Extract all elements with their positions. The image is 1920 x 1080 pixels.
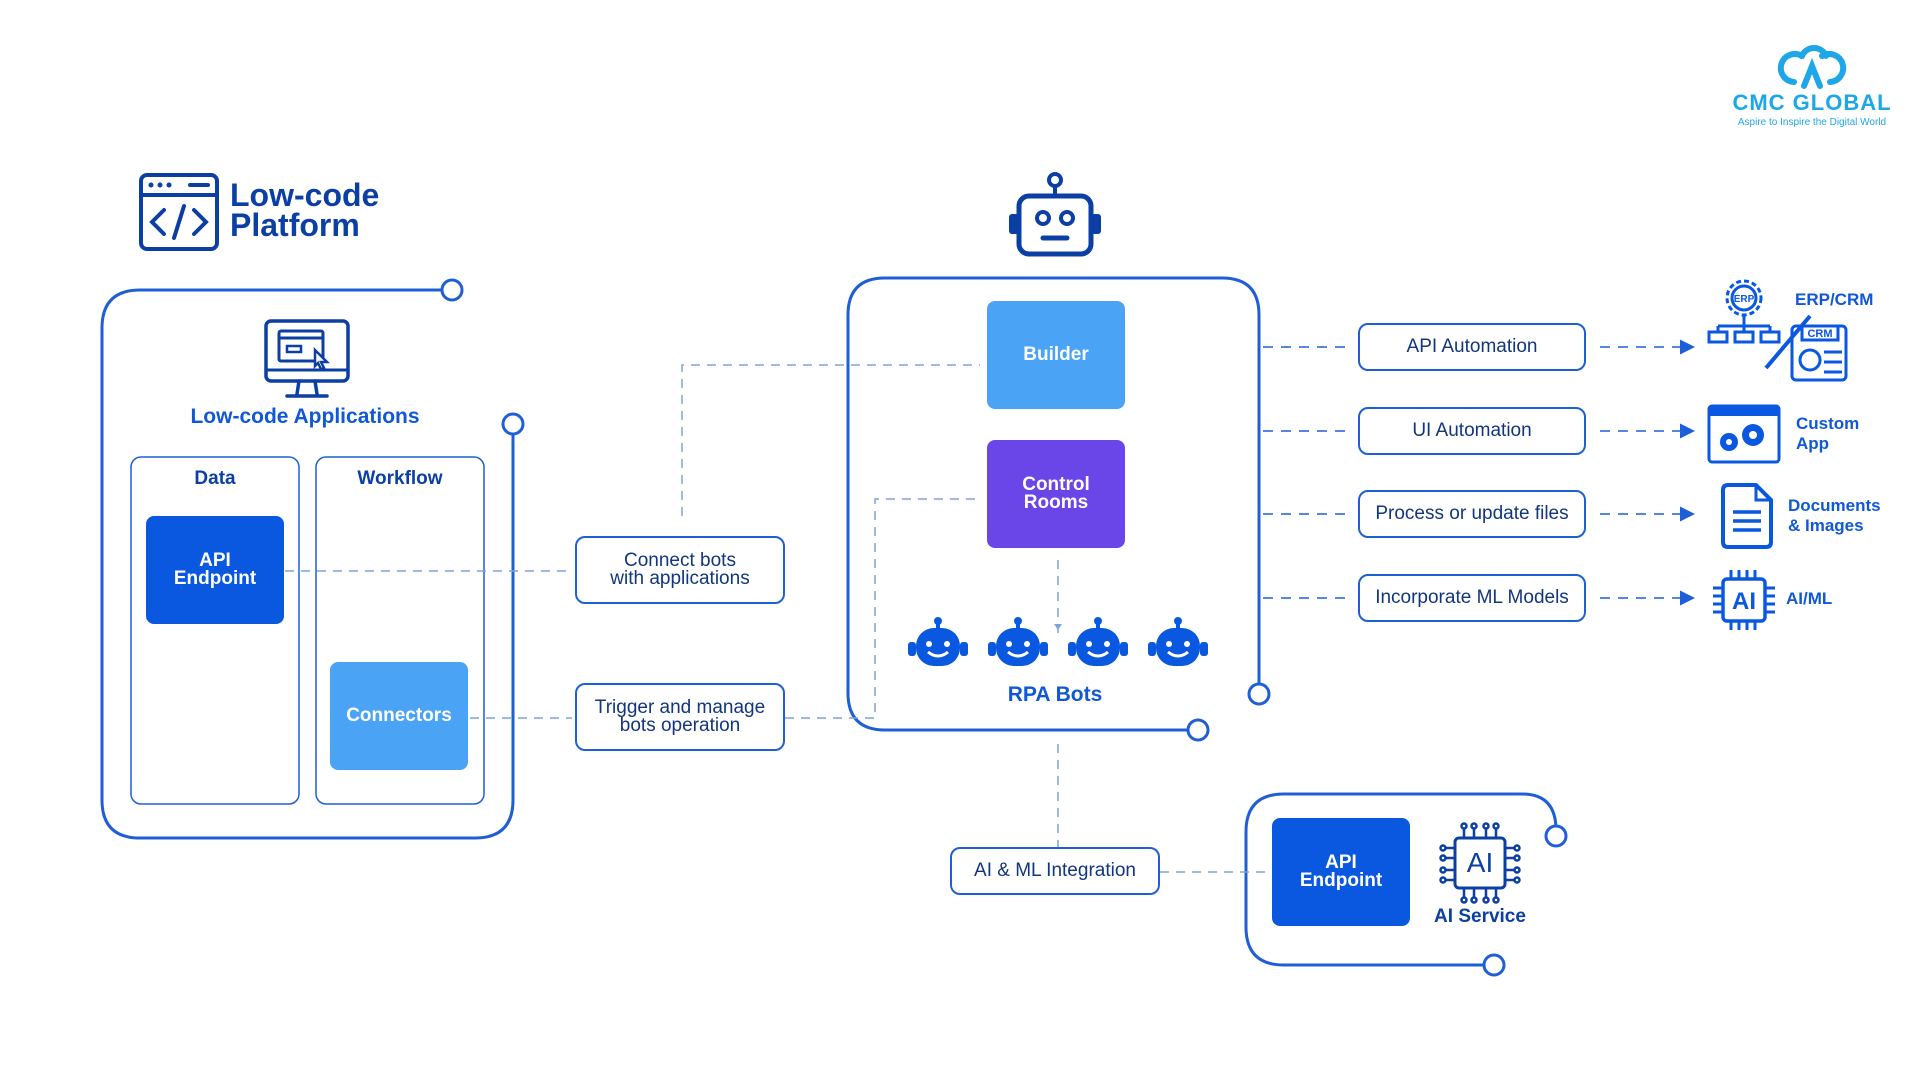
control-rooms-block[interactable]: Control Rooms — [987, 440, 1125, 548]
ai-service-chip-text: AI — [1467, 847, 1493, 878]
ui-automation-pill: UI Automation — [1358, 407, 1586, 455]
ai-service-label: AI Service — [1434, 906, 1526, 927]
rpa-bots-label: RPA Bots — [1007, 683, 1103, 706]
ai-chip-icon: AI — [1713, 570, 1775, 630]
bot-icon — [908, 617, 1208, 666]
crm-badge: CRM — [1807, 328, 1832, 340]
lowcode-title-line1: Low-code — [230, 177, 380, 213]
erp-badge: ERP — [1734, 294, 1755, 305]
brand-name: CMC GLOBAL — [1732, 90, 1892, 115]
ml-models-pill: Incorporate ML Models — [1358, 574, 1586, 622]
ai-ml-integration-pill: AI & ML Integration — [950, 847, 1160, 895]
robot-icon — [1009, 172, 1101, 257]
ai-chip-text: AI — [1732, 588, 1756, 615]
process-files-pill: Process or update files — [1358, 490, 1586, 538]
monitor-app-icon — [264, 319, 350, 398]
ai-api-endpoint-block[interactable]: API Endpoint — [1272, 818, 1410, 926]
rpa-bots-icons — [908, 617, 1208, 666]
custom-app-icon — [1707, 404, 1781, 464]
ai-service-chip-icon: AI — [1439, 822, 1521, 904]
cmc-logo-icon — [1777, 45, 1847, 89]
ai-ml-label: AI/ML — [1786, 589, 1833, 608]
api-automation-pill: API Automation — [1358, 323, 1586, 371]
lowcode-apps-label: Low-code Applications — [190, 405, 420, 428]
documents-label: Documents & Images — [1788, 496, 1881, 535]
connect-bots-pill: Connect bots with applications — [575, 536, 785, 604]
custom-app-label: Custom App — [1796, 414, 1860, 453]
workflow-column-label: Workflow — [357, 468, 443, 489]
erp-crm-label: ERP/CRM — [1795, 290, 1874, 309]
trigger-bots-pill: Trigger and manage bots operation — [575, 683, 785, 751]
api-endpoint-block[interactable]: API Endpoint — [146, 516, 284, 624]
data-column-label: Data — [194, 468, 236, 489]
documents-icon — [1721, 483, 1773, 549]
builder-block[interactable]: Builder — [987, 301, 1125, 409]
connectors-block[interactable]: Connectors — [330, 662, 468, 770]
erp-crm-icon: ERP CRM — [1707, 279, 1848, 382]
brand-tagline: Aspire to Inspire the Digital World — [1737, 117, 1887, 128]
code-window-icon — [139, 173, 219, 251]
lowcode-title-line2: Platform — [230, 207, 360, 243]
